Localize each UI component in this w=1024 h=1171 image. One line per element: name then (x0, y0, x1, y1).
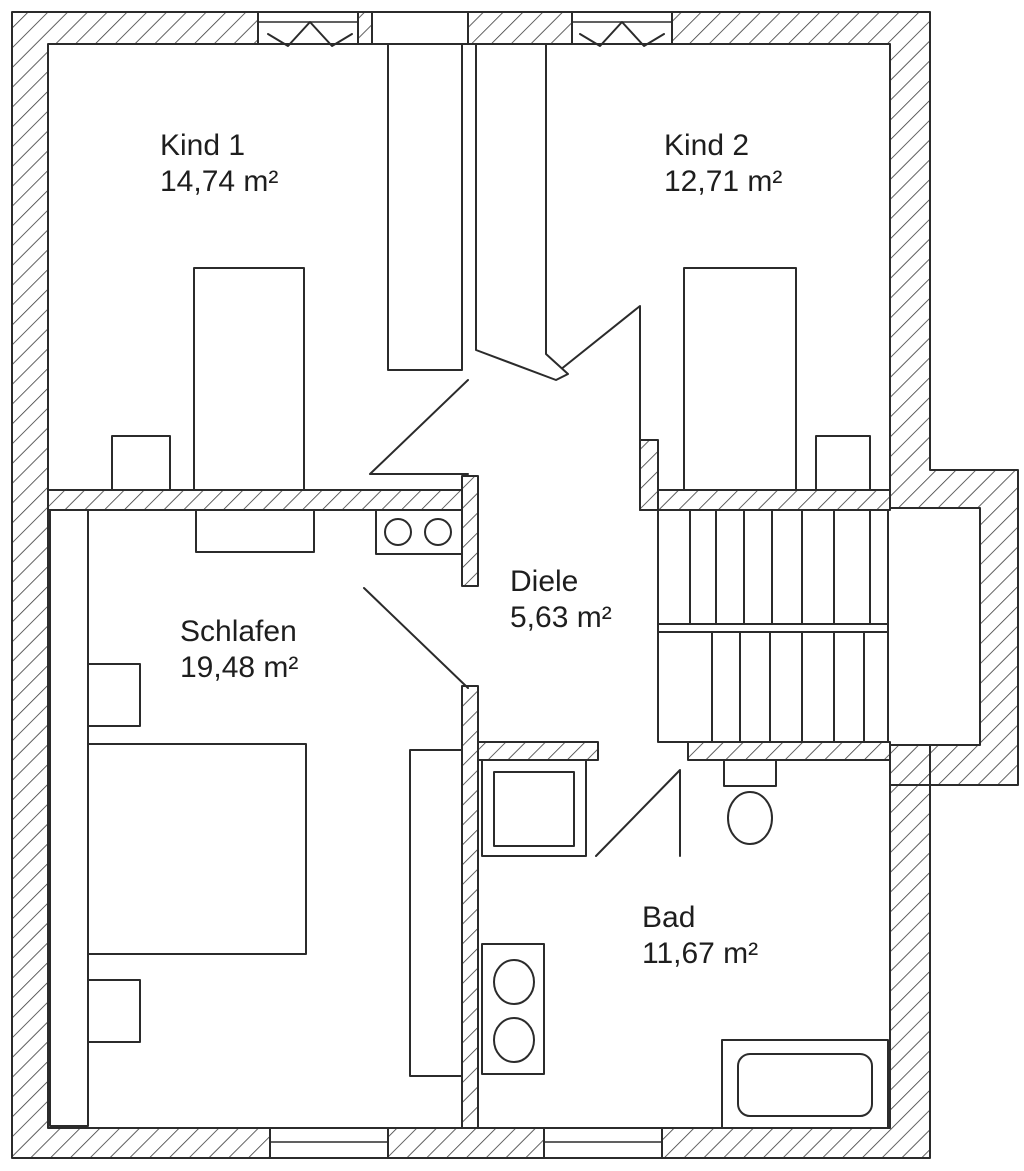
wardrobe-schlafen (49, 509, 89, 1127)
kind2-furniture (475, 43, 871, 491)
room-label-kind2: Kind 2 12,71 m² (664, 128, 782, 200)
room-label-diele: Diele 5,63 m² (510, 564, 612, 636)
wardrobe-kind2 (475, 43, 569, 381)
diele-basin (375, 509, 463, 555)
room-label-bad: Bad 11,67 m² (642, 900, 758, 972)
room-name: Bad (642, 901, 696, 934)
door-swings (363, 305, 681, 857)
window-schlafen (269, 1127, 389, 1159)
chest-of-drawers (409, 749, 463, 1077)
wc-cistern (723, 759, 777, 787)
wc-bowl (727, 791, 773, 845)
room-name: Kind 1 (160, 129, 246, 162)
window-bad (543, 1127, 663, 1159)
room-area: 5,63 m² (510, 601, 612, 634)
double-washbasin (481, 943, 545, 1075)
kind1-furniture (111, 43, 463, 491)
wardrobe (387, 43, 463, 371)
nightstand-kind1 (111, 435, 171, 491)
schlafen-furniture (49, 509, 463, 1127)
dresser (195, 509, 315, 553)
nightstand-bottom (87, 979, 141, 1043)
interior-walls (47, 439, 931, 1129)
room-name: Kind 2 (664, 129, 750, 162)
windows (257, 11, 673, 1159)
room-area: 14,74 m² (160, 165, 279, 198)
shower-tray (481, 759, 587, 857)
room-area: 19,48 m² (180, 651, 299, 684)
nightstand-top (87, 663, 141, 727)
double-bed (87, 743, 307, 955)
room-name: Schlafen (180, 615, 297, 648)
bed-kind2 (683, 267, 797, 491)
window-swings (267, 21, 665, 47)
window-gap-top (371, 11, 469, 45)
bed-kind1 (193, 267, 305, 491)
stair (657, 509, 889, 743)
bad-fixtures (481, 759, 889, 1129)
room-area: 12,71 m² (664, 165, 783, 198)
room-label-schlafen: Schlafen 19,48 m² (180, 614, 298, 686)
room-label-kind1: Kind 1 14,74 m² (160, 128, 278, 200)
room-area: 11,67 m² (642, 937, 759, 970)
room-name: Diele (510, 565, 579, 598)
nightstand-kind2 (815, 435, 871, 491)
